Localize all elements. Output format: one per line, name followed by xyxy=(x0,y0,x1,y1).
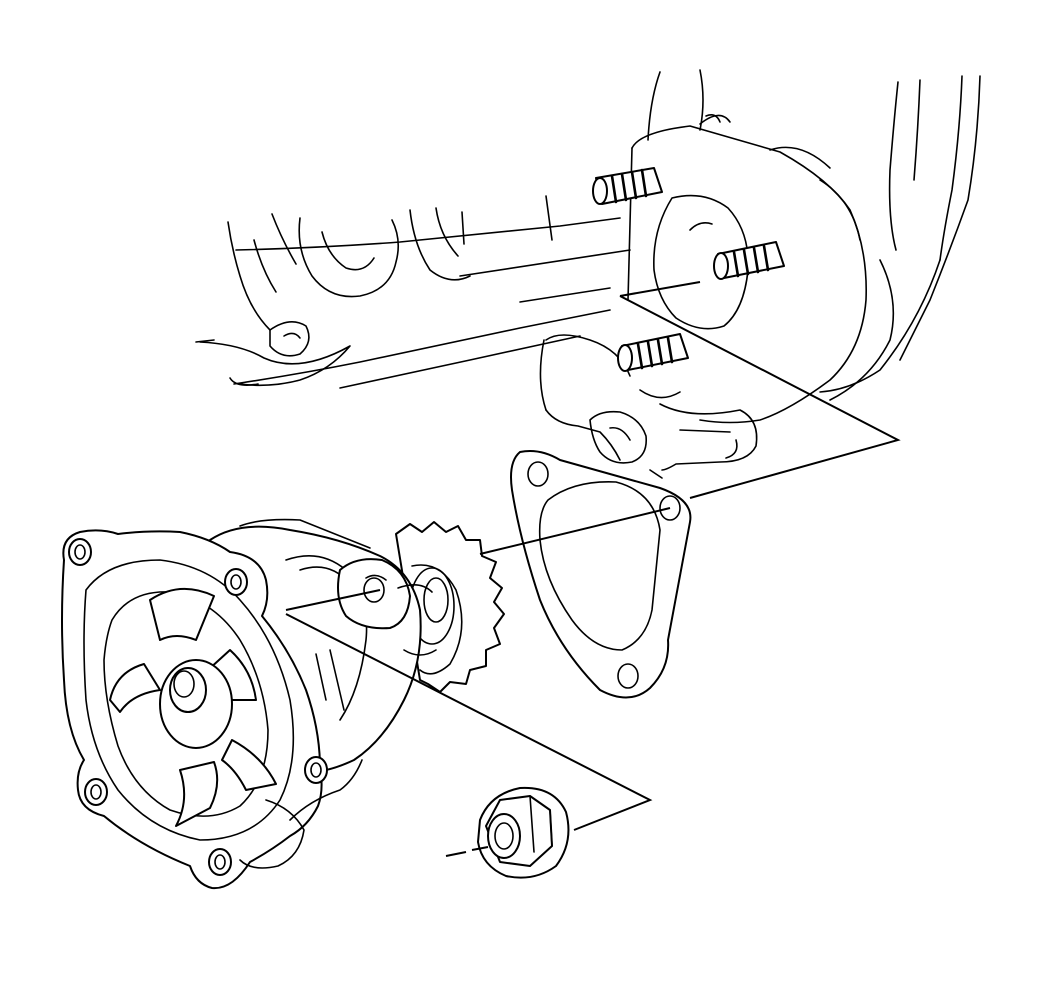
mounting-stud-middle xyxy=(713,241,785,280)
mounting-stud-lower xyxy=(617,333,689,372)
impeller xyxy=(109,587,277,827)
leader-lines xyxy=(285,281,901,857)
water-pump-assembly xyxy=(61,518,437,890)
engine-block xyxy=(195,69,981,479)
water-pump-gasket xyxy=(510,450,692,699)
pump-drive-sprocket xyxy=(395,521,505,693)
flange-bolt-hole-bottom xyxy=(208,848,232,876)
flange-bolt-hole-top xyxy=(68,538,92,566)
flange-bolt-hole-top-right xyxy=(224,568,248,596)
flange-nut xyxy=(477,786,570,879)
flange-bolt-hole-right xyxy=(304,756,328,784)
mounting-stud-upper xyxy=(592,167,663,205)
flange-bolt-hole-left xyxy=(84,778,108,806)
